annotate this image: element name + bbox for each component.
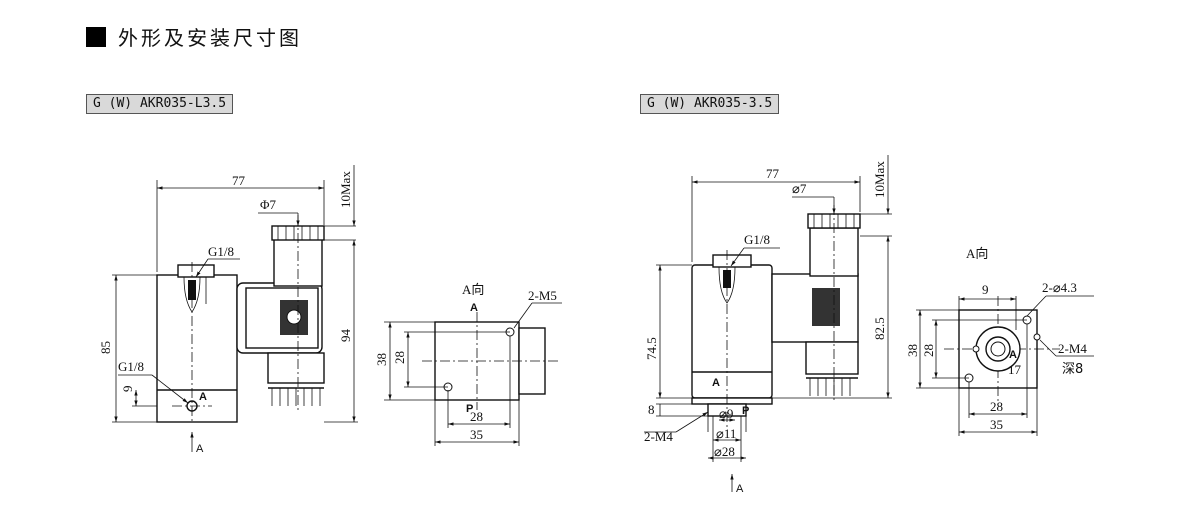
right-dim-w35: 35 — [990, 417, 1003, 432]
left-port-a: A — [199, 391, 207, 403]
left-dim-10max: 10Max — [338, 171, 353, 208]
left-view-a-title: A向 — [462, 282, 484, 297]
right-arrow-a: A — [736, 483, 744, 495]
section-header: 外形及安装尺寸图 — [86, 22, 302, 51]
right-view-a-title: A向 — [966, 246, 988, 261]
right-dim-d9: ⌀9 — [719, 406, 733, 421]
left-side-view: 77 10Max Φ7 G1/8 85 94 9 G1/8 A A — [98, 165, 358, 455]
right-dim-d28: ⌀28 — [714, 444, 735, 459]
left-dim-85: 85 — [98, 341, 113, 354]
right-side-view: A P 77 10Max ⌀7 G1/8 74.5 82.5 8 2-M4 — [644, 155, 892, 495]
right-dim-17: 17 — [1008, 362, 1022, 377]
left-dim-phi7: Φ7 — [260, 197, 277, 212]
left-dim-g18-top: G1/8 — [208, 244, 234, 259]
left-dim-g18-side: G1/8 — [118, 359, 144, 374]
right-dim-m4: 2-M4 — [644, 429, 673, 444]
right-port-p: P — [742, 405, 749, 417]
left-dim-94: 94 — [338, 329, 353, 343]
left-dim-38: 38 — [374, 353, 389, 366]
right-dim-10max: 10Max — [872, 161, 887, 198]
left-a-view: A向 A 2-M5 38 28 P 28 35 — [374, 282, 562, 446]
right-dim-h28: 28 — [921, 344, 936, 357]
left-dim-28: 28 — [392, 351, 407, 364]
left-dim-w28: 28 — [470, 409, 483, 424]
right-dim-9: 9 — [982, 282, 989, 297]
right-dim-74-5: 74.5 — [644, 337, 659, 360]
right-view-a-letter: A — [1009, 349, 1017, 361]
right-dim-deep8: 深8 — [1062, 362, 1083, 377]
left-port-p: P — [466, 403, 473, 415]
left-dim-m5: 2-M5 — [528, 288, 557, 303]
left-dim-w35: 35 — [470, 427, 483, 442]
right-dim-82-5: 82.5 — [872, 317, 887, 340]
right-dim-d11: ⌀11 — [716, 426, 736, 441]
left-dim-77: 77 — [232, 173, 246, 188]
right-dim-m4-b: 2-M4 — [1058, 341, 1087, 356]
right-dim-8: 8 — [648, 402, 655, 417]
square-bullet-icon — [86, 26, 106, 47]
right-dim-phi7: ⌀7 — [792, 181, 807, 196]
right-dim-d4-3: 2-⌀4.3 — [1042, 280, 1077, 295]
section-title: 外形及安装尺寸图 — [118, 26, 302, 50]
right-port-a: A — [712, 377, 720, 389]
left-view-a-letter: A — [470, 302, 478, 314]
right-dim-g18: G1/8 — [744, 232, 770, 247]
right-a-view: A向 A 17 9 2-⌀4.3 2-M4 深8 38 28 28 — [905, 246, 1094, 436]
left-arrow-a: A — [196, 443, 204, 455]
right-dim-77: 77 — [766, 166, 780, 181]
left-dim-9: 9 — [120, 386, 135, 393]
right-dim-h38: 38 — [905, 344, 920, 357]
left-model-label: G (W) AKR035-L3.5 — [86, 94, 234, 114]
right-dim-w28: 28 — [990, 399, 1003, 414]
right-model-label: G (W) AKR035-3.5 — [640, 94, 780, 114]
